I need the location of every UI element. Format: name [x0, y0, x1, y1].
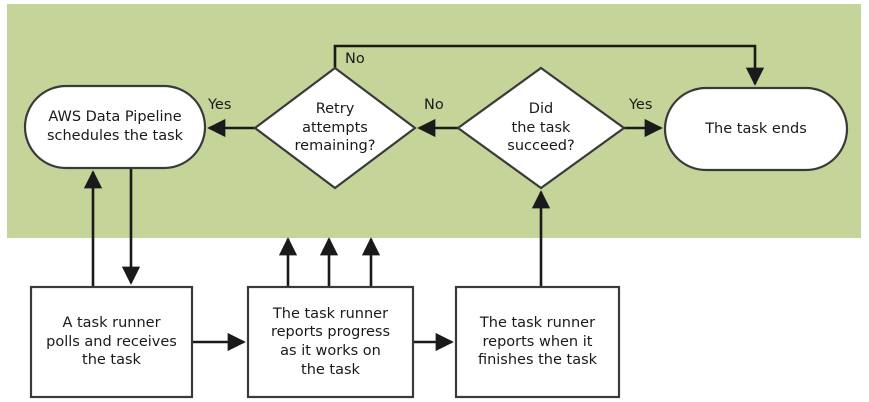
node-succeed-shape[interactable] [456, 66, 626, 190]
node-progress-shape[interactable] [246, 285, 415, 399]
node-retry-shape[interactable] [253, 66, 417, 190]
node-ends-shape[interactable] [663, 86, 849, 172]
node-finishes-shape[interactable] [454, 285, 621, 399]
node-schedules-shape[interactable] [23, 84, 207, 170]
node-polls-shape[interactable] [29, 285, 194, 399]
edge-retry-no-to-ends [333, 44, 765, 86]
